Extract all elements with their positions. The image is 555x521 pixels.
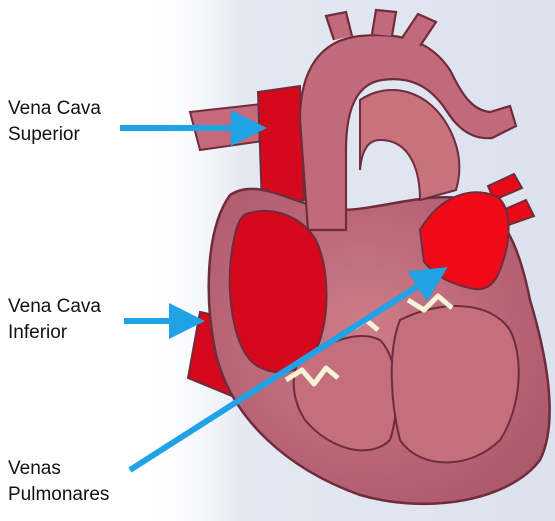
right-atrium: [230, 211, 327, 372]
left-ventricle: [392, 306, 519, 462]
label-inferior-line2: Inferior: [8, 320, 101, 346]
label-vena-cava-inferior: Vena Cava Inferior: [8, 294, 101, 346]
label-pulmonary-line2: Pulmonares: [8, 482, 109, 508]
superior-vena-cava: [258, 86, 304, 206]
label-venas-pulmonares: Venas Pulmonares: [8, 456, 109, 508]
label-superior-line2: Superior: [8, 122, 101, 148]
label-vena-cava-superior: Vena Cava Superior: [8, 96, 101, 148]
label-superior-line1: Vena Cava: [8, 96, 101, 122]
label-inferior-line1: Vena Cava: [8, 294, 101, 320]
label-pulmonary-line1: Venas: [8, 456, 109, 482]
